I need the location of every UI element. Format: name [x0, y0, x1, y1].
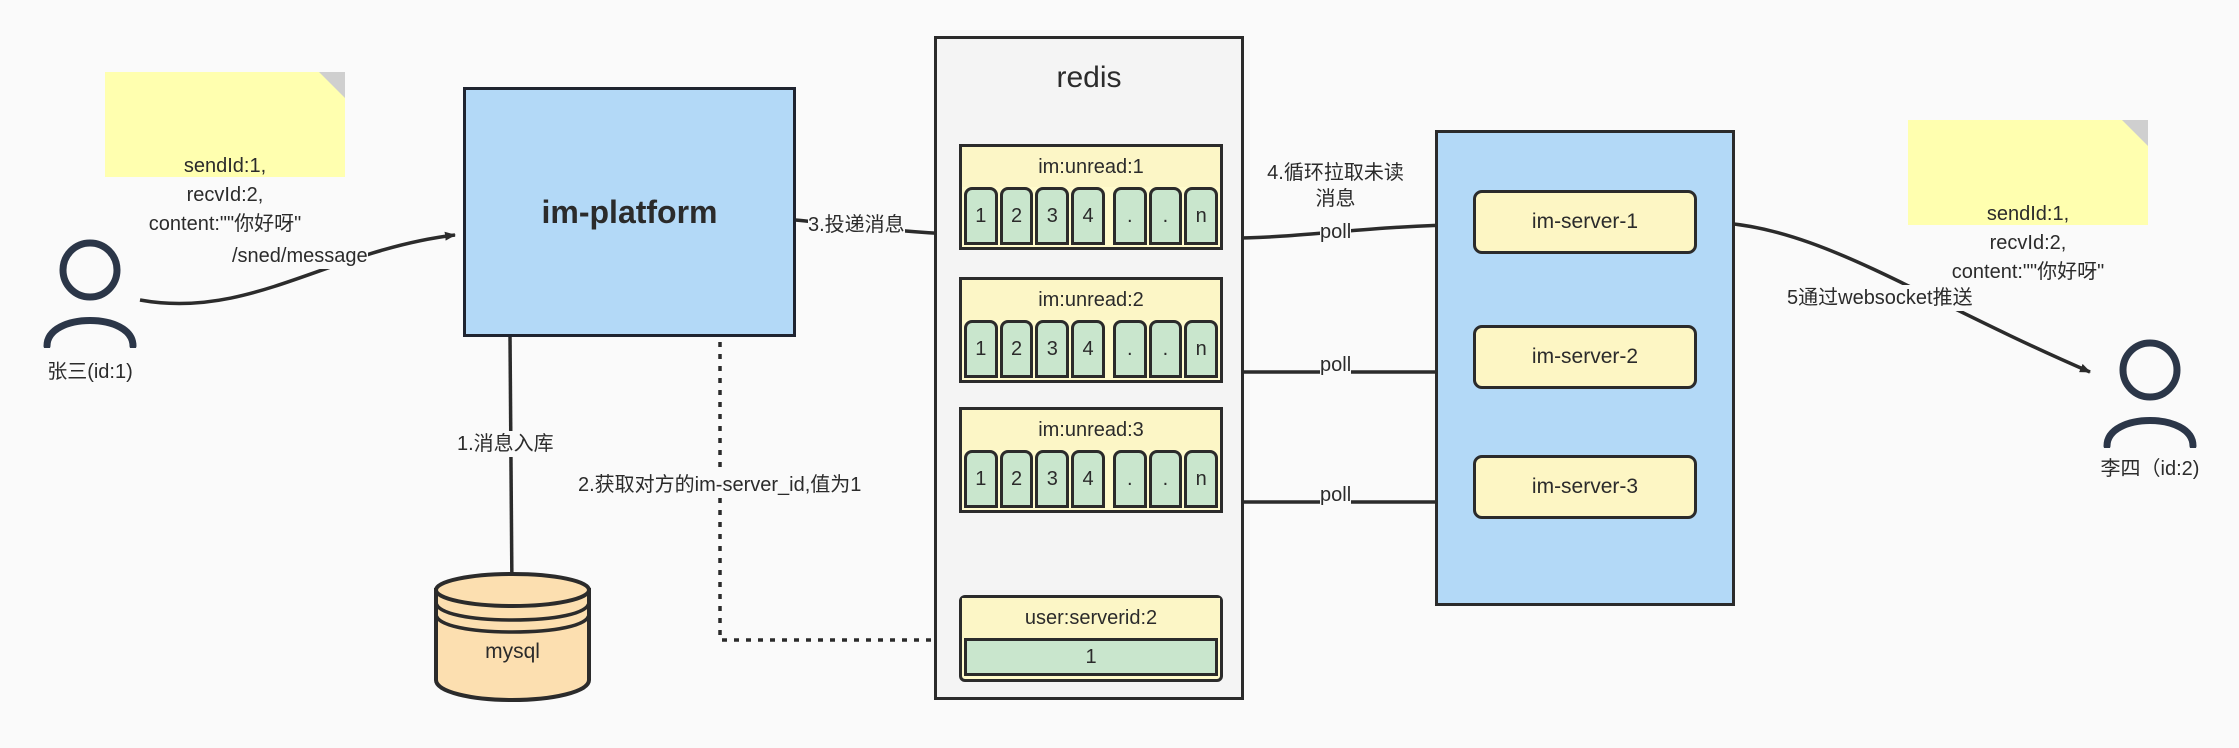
redis-cell: .	[1112, 187, 1147, 245]
im-server-1-node[interactable]: im-server-1	[1473, 190, 1697, 254]
redis-cell: n	[1184, 320, 1219, 378]
redis-cells-2: 1 2 3 4 . . n	[962, 320, 1220, 380]
user-icon	[43, 239, 137, 350]
actor-receiver-label: 李四（id:2)	[2100, 458, 2200, 480]
redis-cell: 2	[999, 450, 1034, 508]
sticky-fold-icon	[2122, 120, 2148, 146]
mysql-label: mysql	[485, 640, 540, 663]
redis-key-group-unread-3[interactable]: im:unread:3 1 2 3 4 . . n	[959, 407, 1223, 513]
redis-cell: .	[1112, 450, 1147, 508]
redis-cell: .	[1148, 450, 1183, 508]
edge-label-step5: 5通过websocket推送	[1787, 285, 1973, 311]
redis-cell: .	[1148, 320, 1183, 378]
mysql-datastore[interactable]: mysql	[430, 568, 595, 703]
sticky-note-left-text: sendId:1, recvId:2, content:""你好呀"	[148, 155, 302, 235]
actor-receiver	[2090, 338, 2210, 450]
redis-cell: n	[1184, 187, 1219, 245]
edge-label-send-message: /sned/message	[232, 243, 368, 269]
edge-label-step2: 2.获取对方的im-server_id,值为1	[578, 472, 862, 498]
edge-label-step4: 4.循环拉取未读消息	[1258, 160, 1413, 212]
redis-title: redis	[1056, 61, 1122, 94]
redis-cell: .	[1148, 187, 1183, 245]
edge-label-poll-2: poll	[1320, 352, 1352, 378]
actor-sender-label: 张三(id:1)	[47, 361, 133, 383]
redis-cell: n	[1184, 450, 1219, 508]
redis-cell: 1	[964, 450, 998, 508]
actor-sender	[30, 238, 150, 350]
im-platform-box[interactable]: im-platform	[463, 87, 796, 337]
redis-cell: 2	[999, 320, 1034, 378]
im-server-1-label: im-server-1	[1531, 210, 1639, 233]
sticky-fold-icon	[319, 72, 345, 98]
redis-key-label-2: im:unread:2	[962, 280, 1220, 320]
redis-key-group-user-serverid[interactable]: user:serverid:2 1	[959, 595, 1223, 682]
redis-cell: 4	[1071, 187, 1105, 245]
edge-label-poll-1: poll	[1320, 219, 1352, 245]
redis-cell: 2	[999, 187, 1034, 245]
redis-cells-3: 1 2 3 4 . . n	[962, 450, 1220, 510]
redis-key-group-unread-1[interactable]: im:unread:1 1 2 3 4 . . n	[959, 144, 1223, 250]
redis-cell: 4	[1071, 320, 1105, 378]
redis-cell: 1	[964, 187, 998, 245]
edge-msg-to-mysql	[507, 334, 517, 595]
redis-cell: 4	[1071, 450, 1105, 508]
edge-label-step1: 1.消息入库	[457, 431, 554, 457]
im-server-3-label: im-server-3	[1531, 475, 1639, 498]
im-server-2-label: im-server-2	[1531, 345, 1639, 368]
im-platform-label: im-platform	[541, 193, 718, 230]
im-server-2-node[interactable]: im-server-2	[1473, 325, 1697, 389]
edge-label-step3: 3.投递消息	[808, 212, 905, 238]
sticky-note-right: sendId:1, recvId:2, content:""你好呀"	[1908, 120, 2148, 283]
redis-cell: .	[1112, 320, 1147, 378]
redis-serverid-value: 1	[964, 638, 1218, 676]
database-cylinder-icon	[434, 572, 591, 703]
im-server-3-node[interactable]: im-server-3	[1473, 455, 1697, 519]
redis-cells-1: 1 2 3 4 . . n	[962, 187, 1220, 247]
edge-label-poll-3: poll	[1320, 482, 1352, 508]
sticky-note-right-text: sendId:1, recvId:2, content:""你好呀"	[1951, 203, 2105, 283]
redis-key-label-1: im:unread:1	[962, 147, 1220, 187]
redis-panel: redis im:unread:1 1 2 3 4 . . n im:unrea…	[934, 36, 1244, 700]
redis-cell: 3	[1035, 450, 1070, 508]
user-icon	[2103, 339, 2197, 450]
redis-key-label-serverid: user:serverid:2	[962, 598, 1220, 638]
sticky-note-left: sendId:1, recvId:2, content:""你好呀"	[105, 72, 345, 235]
redis-cell: 3	[1035, 187, 1070, 245]
redis-key-label-3: im:unread:3	[962, 410, 1220, 450]
redis-cell: 1	[964, 320, 998, 378]
redis-key-group-unread-2[interactable]: im:unread:2 1 2 3 4 . . n	[959, 277, 1223, 383]
redis-cell: 3	[1035, 320, 1070, 378]
